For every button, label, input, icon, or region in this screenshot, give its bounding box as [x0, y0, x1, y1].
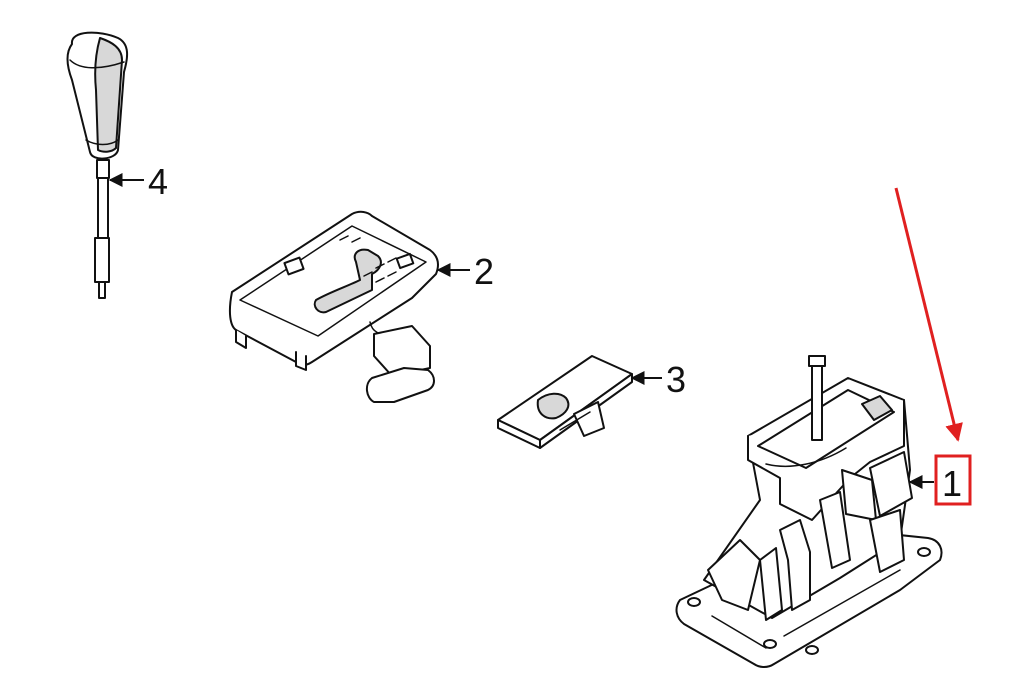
callout-label-3: 3: [666, 359, 686, 400]
shifter-assembly-part: [675, 355, 943, 668]
callout-label-1: 1: [942, 463, 962, 504]
callout-highlight-box-1: [934, 454, 972, 506]
shift-indicator-panel-part: [228, 210, 439, 403]
callout-label-2: 2: [474, 251, 494, 292]
illumination-plate-part: [497, 355, 633, 449]
shift-knob-part: [66, 31, 129, 299]
red-highlight-arrow: [894, 187, 963, 442]
callout-label-4: 4: [148, 161, 168, 202]
